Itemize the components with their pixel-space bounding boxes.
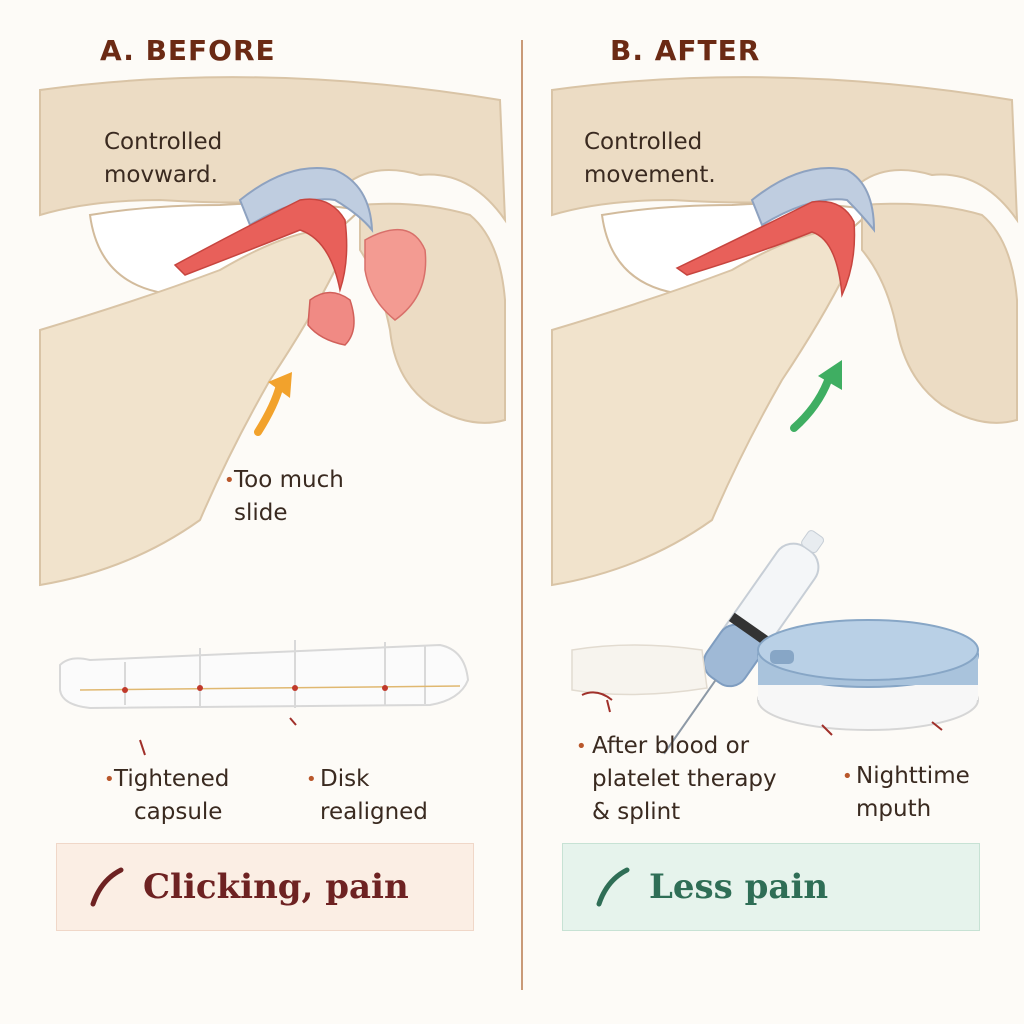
before-top-label: Controlled movward. (104, 129, 223, 188)
mandible-ramus (551, 228, 851, 587)
after-nighttime-label: Nighttime mputh (856, 763, 970, 822)
temporal-bone (551, 76, 1019, 224)
bullet-icon: • (842, 766, 853, 787)
lateral-pterygoid-muscle (675, 200, 856, 298)
after-therapy-label: After blood or platelet therapy & splint (592, 733, 777, 825)
after-title: B. AFTER (610, 34, 761, 67)
syringe-icon (663, 530, 825, 755)
bullet-icon: • (306, 769, 317, 790)
disc-tissue-fan (307, 291, 355, 346)
articular-eminence (861, 202, 1018, 424)
bullet-icon: • (104, 769, 115, 790)
check-mark-icon (90, 867, 124, 907)
before-joint-illustration (39, 76, 507, 756)
lateral-pterygoid-muscle (173, 198, 348, 293)
gum-tissue (571, 644, 708, 696)
before-disk-label: Disk realigned (320, 766, 428, 825)
temporal-bone (39, 76, 507, 224)
after-top-label: Controlled movement. (584, 129, 716, 188)
bullet-icon: • (224, 470, 235, 491)
retrodiscal-tissue (364, 228, 427, 321)
before-title: A. BEFORE (100, 34, 276, 67)
after-summary-box: Less pain (562, 843, 980, 931)
before-slide-label: Too much slide (234, 467, 344, 526)
before-summary-text: Clicking, pain (143, 867, 409, 907)
after-panel: B. AFTER Controlled movement. • After bl… (512, 0, 1024, 1024)
before-capsule-label: Tightened capsule (114, 766, 230, 825)
before-panel: A. BEFORE Controlled movward. • Too much… (39, 34, 507, 931)
after-summary-text: Less pain (649, 867, 829, 907)
arrow-up-icon (790, 371, 834, 432)
splint-icon (757, 619, 979, 731)
teeth-row (59, 643, 470, 710)
panel-divider (521, 40, 523, 990)
before-summary-box: Clicking, pain (56, 843, 474, 931)
bullet-icon: • (576, 736, 587, 757)
mandible-ramus (39, 228, 339, 587)
after-joint-illustration (551, 76, 1019, 755)
check-mark-icon (596, 867, 630, 907)
